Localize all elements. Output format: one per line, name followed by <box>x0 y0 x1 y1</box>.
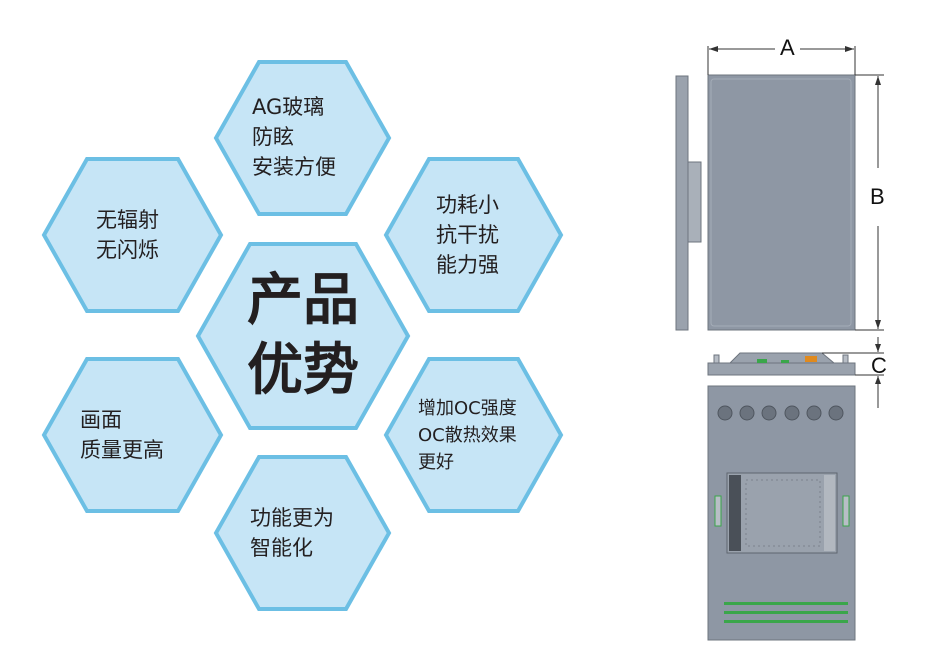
feature-line: AG玻璃 <box>252 95 325 119</box>
feature-line: 防眩 <box>252 125 294 149</box>
feature-line: 无辐射 <box>96 208 159 232</box>
feature-line: 更好 <box>418 452 454 473</box>
feature-line: 质量更高 <box>80 438 164 462</box>
feature-line: OC散热效果 <box>418 425 517 446</box>
feature-ag-glass: AG玻璃 防眩 安装方便 <box>252 92 336 182</box>
hex-bottom <box>213 455 392 611</box>
hex-right-top <box>383 157 564 313</box>
hex-left-top <box>41 157 224 313</box>
feature-line: 智能化 <box>250 536 313 560</box>
center-title-line2: 优势 <box>247 338 359 403</box>
hex-right-bottom <box>383 357 564 513</box>
feature-no-radiation: 无辐射 无闪烁 <box>96 205 159 265</box>
feature-line: 画面 <box>80 408 122 432</box>
hex-center <box>195 242 411 430</box>
feature-line: 无闪烁 <box>96 238 159 262</box>
center-title-line1: 产品 <box>247 268 359 333</box>
feature-oc-strength: 增加OC强度 OC散热效果 更好 <box>418 395 517 476</box>
feature-line: 抗干扰 <box>436 223 499 247</box>
feature-low-power: 功耗小 抗干扰 能力强 <box>436 190 499 280</box>
center-title: 产品 优势 <box>247 266 359 406</box>
front-panel <box>707 74 856 331</box>
feature-picture-quality: 画面 质量更高 <box>80 405 164 465</box>
feature-line: 功耗小 <box>436 193 499 217</box>
hex-left-bottom <box>41 357 224 513</box>
feature-line: 增加OC强度 <box>418 398 517 419</box>
dimension-b-label: B <box>870 184 885 209</box>
hex-top <box>213 60 392 216</box>
feature-smart: 功能更为 智能化 <box>250 503 334 563</box>
device-drawing <box>675 46 884 641</box>
dimension-a-label: A <box>780 35 795 60</box>
feature-line: 安装方便 <box>252 155 336 179</box>
feature-line: 功能更为 <box>250 506 334 530</box>
feature-line: 能力强 <box>436 253 499 277</box>
dimension-c-label: C <box>871 353 887 378</box>
